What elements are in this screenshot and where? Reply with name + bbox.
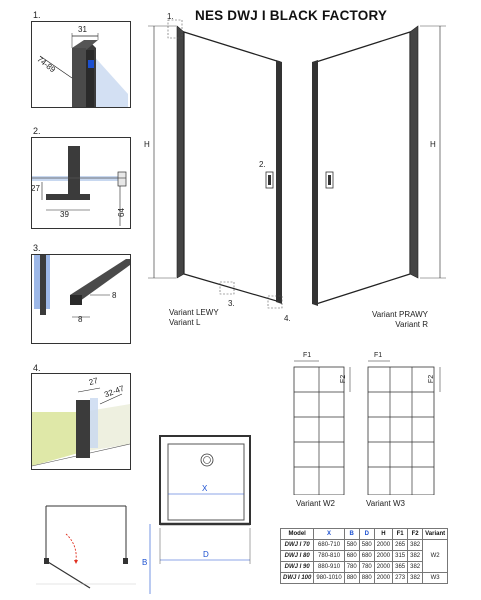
callout-4-label: 4. xyxy=(284,314,291,323)
cell-f2: 382 xyxy=(407,572,424,584)
variant-left-line-1: Variant LEWY xyxy=(169,308,219,317)
cell-x: 780-810 xyxy=(313,550,345,562)
w3-f1-label: F1 xyxy=(374,352,383,359)
cell-h: 2000 xyxy=(373,572,394,584)
cell-d: 580 xyxy=(358,539,375,551)
cell-h: 2000 xyxy=(373,539,394,551)
variant-left-caption: Variant LEWY Variant L xyxy=(169,308,219,328)
dim-h-left: H xyxy=(144,140,150,149)
cell-x: 980-1010 xyxy=(313,572,345,584)
variant-w2-grid xyxy=(293,360,351,495)
table-row: DWJ I 90 880-910 780 780 2000 365 382 xyxy=(279,561,448,573)
detail-1-dim-top: 31 xyxy=(78,25,87,34)
variant-w2-caption: Variant W2 xyxy=(296,499,335,508)
cell-h: 2000 xyxy=(373,561,394,573)
dim-h-right: H xyxy=(430,140,436,149)
table-row: DWJ I 100 980-1010 880 880 2000 273 382 … xyxy=(279,572,449,584)
cell-h: 2000 xyxy=(373,550,394,562)
header-f1: F1 xyxy=(392,528,409,540)
detail-2-dim-v: 64 xyxy=(116,208,126,217)
cell-f1: 265 xyxy=(392,539,409,551)
w3-f2-label: F2 xyxy=(428,374,436,384)
detail-2-dim-w: 39 xyxy=(60,210,69,219)
cell-f1: 365 xyxy=(392,561,409,573)
page-title: NES DWJ I BLACK FACTORY xyxy=(195,8,388,23)
detail-3-dim-a: 8 xyxy=(112,291,117,300)
dim-d-label: D xyxy=(203,550,209,559)
detail-2-box: 27 39 64 xyxy=(31,137,131,229)
dim-b-label: B xyxy=(142,558,148,567)
header-variant: Variant xyxy=(422,528,449,540)
header-b: B xyxy=(343,528,360,540)
cell-model: DWJ I 70 xyxy=(279,539,315,551)
cell-model: DWJ I 100 xyxy=(279,572,315,584)
table-row: DWJ I 80 780-810 680 680 2000 315 382 xyxy=(279,550,448,562)
cell-b: 780 xyxy=(343,561,360,573)
detail-3-number: 3. xyxy=(33,243,41,253)
door-left xyxy=(148,19,283,309)
detail-3-drawing xyxy=(34,255,130,318)
door-swing-plan xyxy=(36,505,136,589)
cell-d: 680 xyxy=(358,550,375,562)
callout-2-label: 2. xyxy=(259,160,266,169)
cell-model: DWJ I 80 xyxy=(279,550,315,562)
header-h: H xyxy=(373,528,394,540)
dim-x-label: X xyxy=(202,484,208,493)
cell-f1: 273 xyxy=(392,572,409,584)
cell-f2: 382 xyxy=(407,561,424,573)
detail-1-box: 31 74-89 xyxy=(31,21,131,108)
detail-2-drawing xyxy=(32,146,127,226)
detail-2-number: 2. xyxy=(33,126,41,136)
cell-x: 680-710 xyxy=(313,539,345,551)
cell-d: 880 xyxy=(358,572,375,584)
variant-w3-caption: Variant W3 xyxy=(366,499,405,508)
cell-f1: 315 xyxy=(392,550,409,562)
cell-x: 880-910 xyxy=(313,561,345,573)
variant-right-line-1: Variant PRAWY xyxy=(372,310,429,319)
variant-w3-grid xyxy=(367,360,441,495)
door-elevation-drawing xyxy=(148,19,446,309)
variant-right-caption: Variant PRAWY Variant R xyxy=(372,310,428,330)
spec-table-header-row: Model X B D H F1 F2 Variant xyxy=(279,528,449,540)
table-row: DWJ I 70 680-710 580 580 2000 265 382 W2 xyxy=(279,539,449,573)
cell-variant-w3: W3 xyxy=(422,572,449,584)
detail-4-number: 4. xyxy=(33,363,41,373)
detail-3-box: 8 8 xyxy=(31,254,131,344)
callout-3-label: 3. xyxy=(228,299,235,308)
detail-1-number: 1. xyxy=(33,10,41,20)
cell-b: 880 xyxy=(343,572,360,584)
variant-right-line-2: Variant R xyxy=(395,320,429,329)
detail-3-dim-b: 8 xyxy=(78,315,83,324)
cell-b: 580 xyxy=(343,539,360,551)
cell-f2: 382 xyxy=(407,550,424,562)
detail-1-drawing xyxy=(39,33,128,107)
callout-1-label: 1. xyxy=(167,12,174,21)
header-x: X xyxy=(313,528,345,540)
detail-4-drawing xyxy=(32,387,130,467)
tray-plan-drawing xyxy=(149,435,251,594)
w2-f2-label: F2 xyxy=(340,374,348,384)
detail-2-dim-h: 27 xyxy=(31,184,40,193)
cell-b: 680 xyxy=(343,550,360,562)
header-d: D xyxy=(358,528,375,540)
spec-table: Model X B D H F1 F2 Variant DWJ I 70 680… xyxy=(279,528,449,584)
header-model: Model xyxy=(279,528,315,540)
header-f2: F2 xyxy=(407,528,424,540)
cell-d: 780 xyxy=(358,561,375,573)
variant-left-line-2: Variant L xyxy=(169,318,201,327)
glass-variants-drawing xyxy=(293,360,441,495)
cell-model: DWJ I 90 xyxy=(279,561,315,573)
detail-4-box: 27 32-47 xyxy=(31,373,131,470)
cell-variant-w2: W2 xyxy=(422,539,449,573)
w2-f1-label: F1 xyxy=(303,352,312,359)
door-right xyxy=(312,25,446,306)
cell-f2: 382 xyxy=(407,539,424,551)
